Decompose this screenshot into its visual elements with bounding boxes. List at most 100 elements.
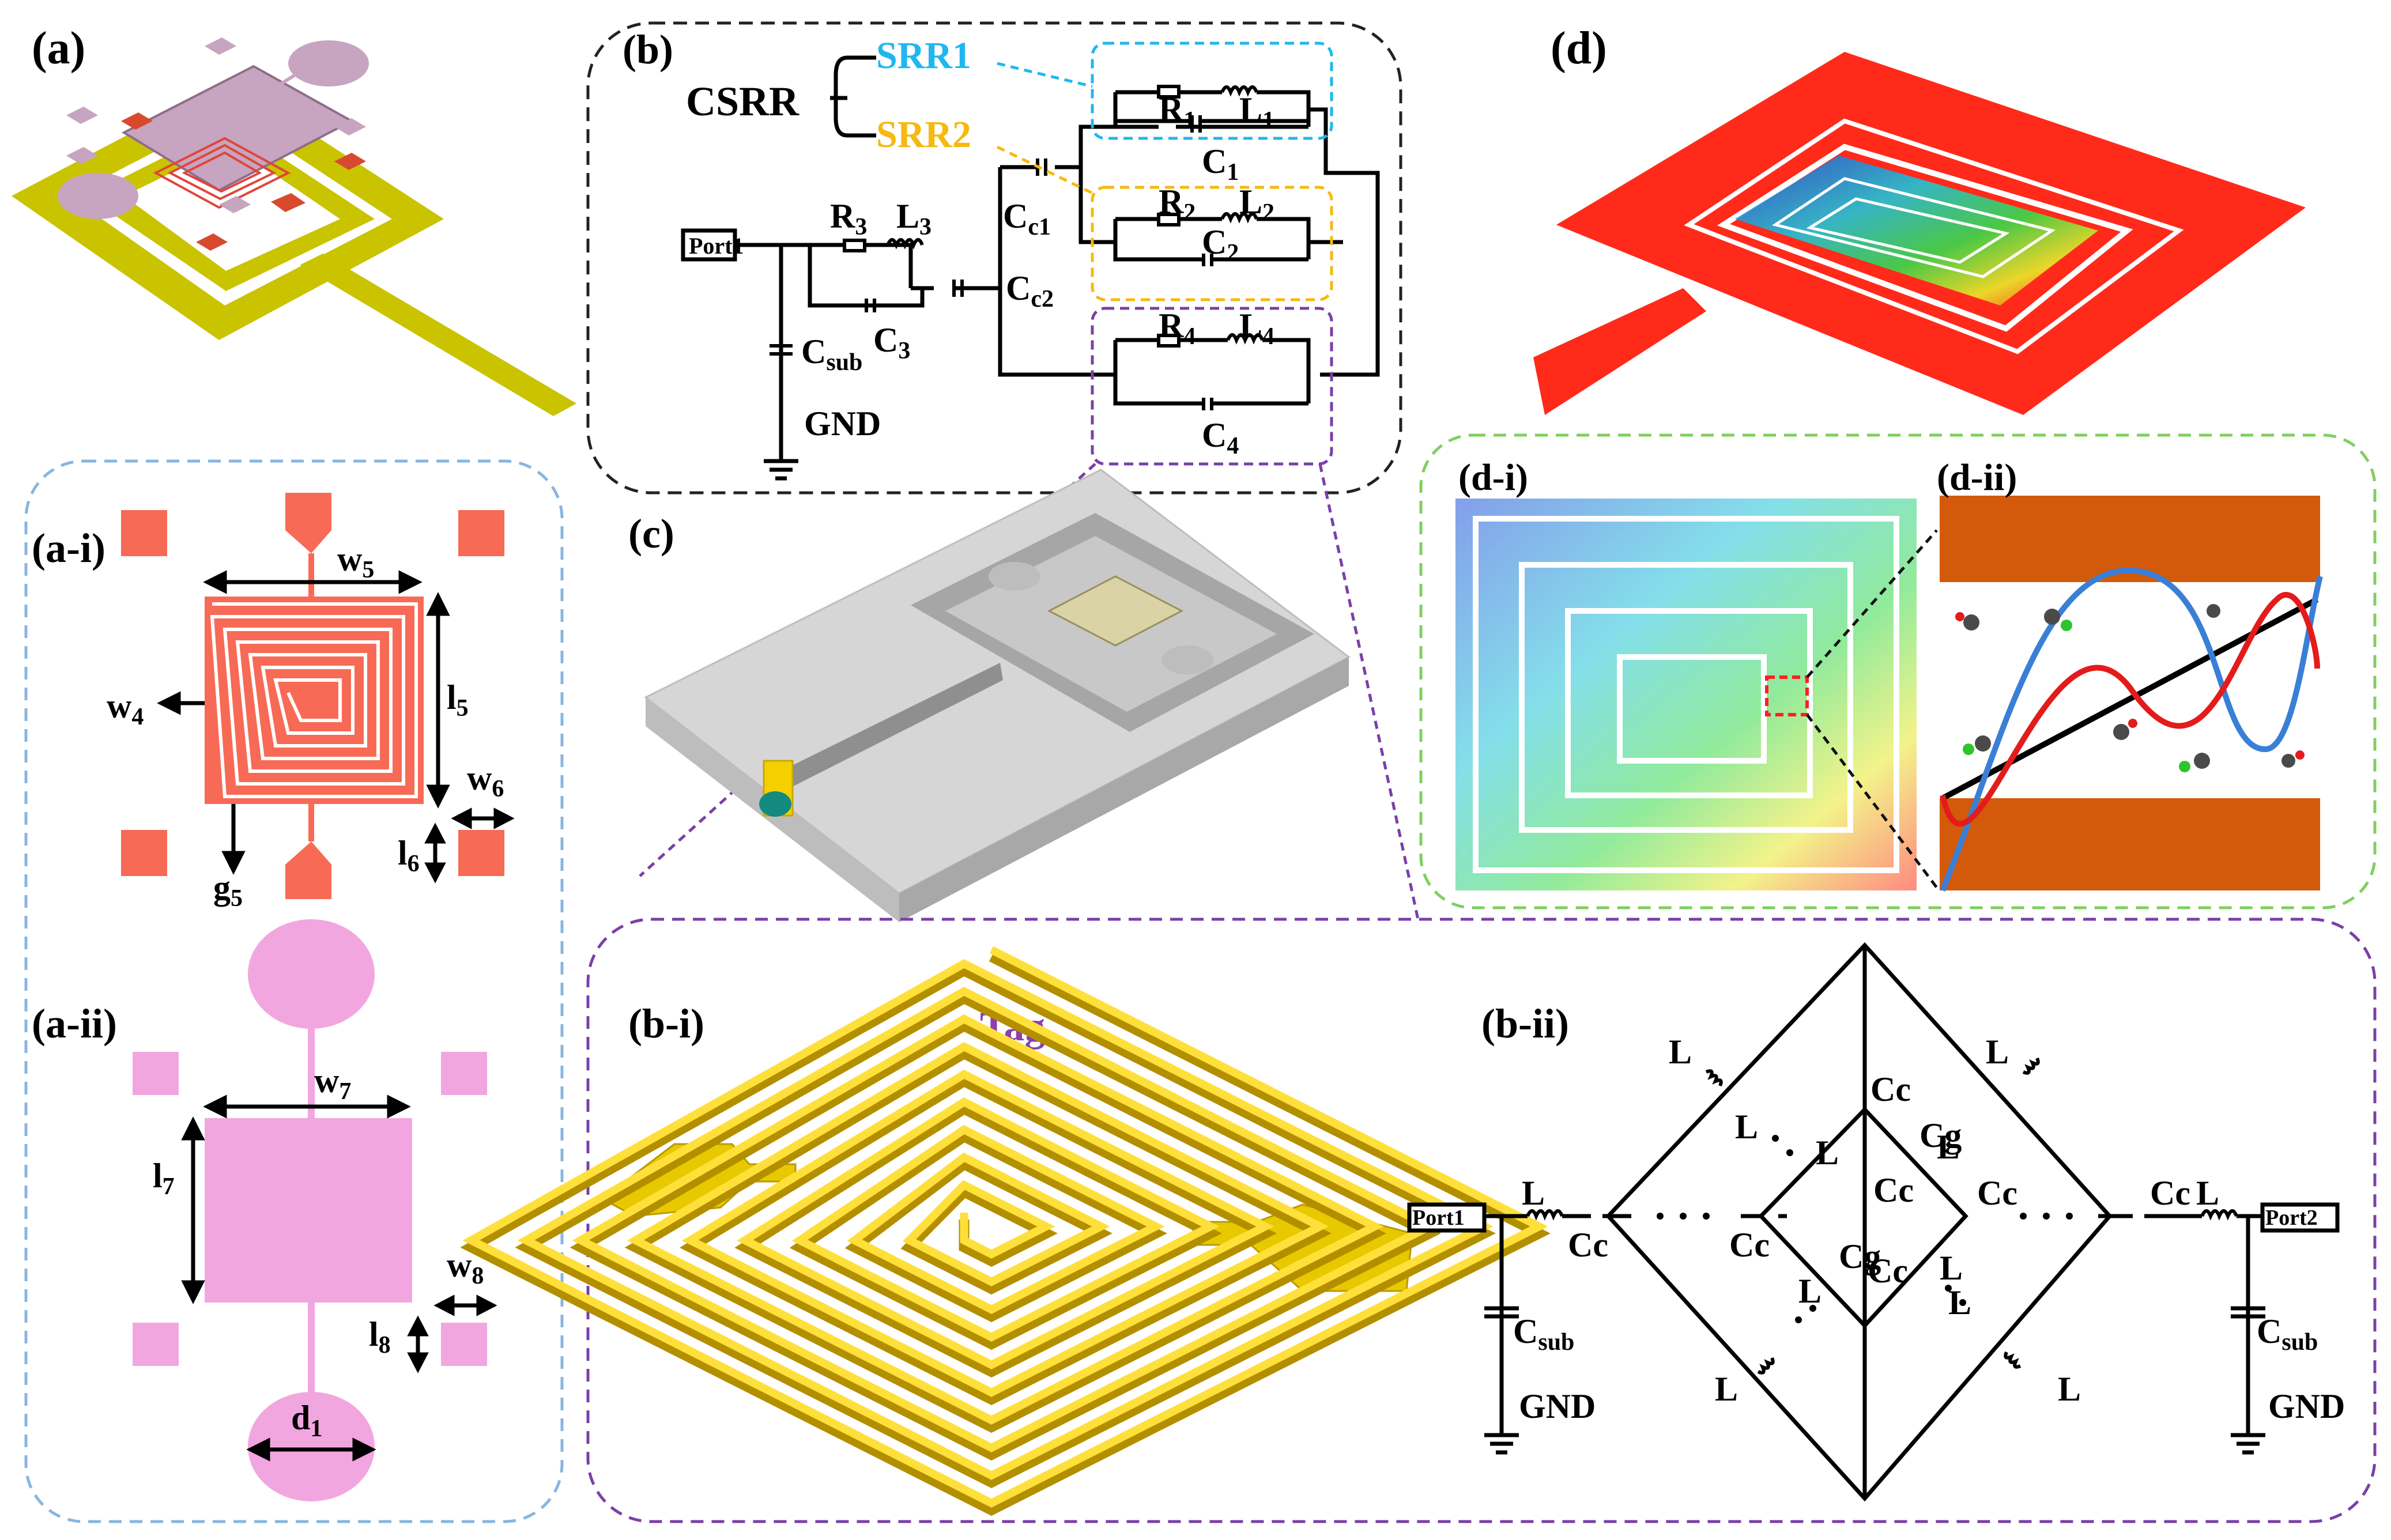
port2-box (2260, 1202, 2340, 1233)
svg-text:w6: w6 (467, 759, 504, 802)
svg-text:R2: R2 (1159, 183, 1196, 226)
svg-text:L2: L2 (1239, 183, 1274, 226)
panel-a-ii-top-layer (133, 919, 487, 1501)
svg-text:w4: w4 (107, 687, 144, 730)
svg-text:L: L (1986, 1033, 2009, 1071)
svg-text:L: L (1948, 1284, 1971, 1322)
svg-text:L4: L4 (1239, 307, 1274, 350)
panel-label-b-ii: (b-ii) (1481, 1001, 1569, 1047)
svg-text:Cc: Cc (2150, 1174, 2190, 1212)
svg-text:L: L (1816, 1134, 1839, 1172)
svg-text:l7: l7 (153, 1157, 175, 1200)
panel-a-details-box (24, 459, 564, 1523)
panel-label-d: (d) (1551, 23, 1607, 74)
svg-text:Cc: Cc (1977, 1174, 2017, 1212)
svg-text:Cg: Cg (1919, 1116, 1962, 1154)
svg-text:l6: l6 (398, 834, 420, 877)
panel-a-i-dim-labels: w5 w4 l5 w6 l6 g5 (107, 540, 504, 912)
svg-text:SRR1: SRR1 (876, 35, 971, 77)
panel-label-b: (b) (623, 27, 673, 73)
circuit-b-ii-wires (1453, 942, 2271, 1502)
svg-text:L: L (1798, 1272, 1821, 1310)
srr1-box (1091, 41, 1333, 140)
svg-text:d1: d1 (291, 1399, 322, 1442)
panel-a-i-inductor-layer (121, 493, 504, 899)
svg-text:Csub: Csub (1513, 1312, 1574, 1356)
svg-text:R3: R3 (830, 197, 867, 240)
svg-text:w7: w7 (314, 1062, 351, 1105)
svg-text:Cc: Cc (1729, 1226, 1770, 1264)
panel-label-d-ii: (d-ii) (1937, 456, 2017, 499)
svg-text:L: L (1522, 1174, 1545, 1212)
svg-text:Cc: Cc (1870, 1070, 1911, 1108)
tag-spiral-side (460, 952, 1551, 1516)
tag-spiral-top (462, 946, 1548, 1508)
svg-text:CSRR: CSRR (686, 78, 799, 124)
tag-spiral-3d (460, 946, 1551, 1516)
svg-text:L: L (2196, 1174, 2219, 1212)
svg-text:GND: GND (804, 405, 881, 443)
circuit-b-ii-inductors (1526, 1057, 2238, 1375)
svg-text:g5: g5 (213, 869, 243, 912)
panel-a-sensor-3d (12, 37, 576, 416)
tag-circuit-box (1091, 307, 1333, 466)
svg-text:Cc: Cc (1873, 1171, 1914, 1209)
svg-text:Csub: Csub (801, 333, 862, 376)
spiral-trace (210, 602, 418, 798)
svg-text:L: L (1940, 1249, 1963, 1287)
svg-text:SRR2: SRR2 (876, 114, 971, 156)
svg-text:Csub: Csub (2257, 1312, 2318, 1356)
panel-a-i-dimensions (157, 570, 515, 884)
svg-text:Cc: Cc (1868, 1252, 1908, 1290)
panel-label-d-i: (d-i) (1458, 456, 1528, 499)
panel-d-details-box (1419, 433, 2377, 909)
svg-text:C1: C1 (1202, 142, 1239, 186)
svg-text:Port2: Port2 (2265, 1206, 2318, 1230)
svg-text:Cc1: Cc1 (1003, 197, 1051, 240)
svg-text:L: L (2058, 1370, 2081, 1408)
svg-text:Port1: Port1 (1412, 1206, 1465, 1230)
panel-c-device-3d (639, 463, 1420, 922)
port1-box (1407, 1202, 1487, 1233)
panel-a-ii-dimensions (181, 1094, 497, 1462)
svg-text:Cg: Cg (1839, 1237, 1881, 1275)
panel-label-a-i: (a-i) (32, 525, 105, 571)
panel-label-a: (a) (32, 23, 85, 74)
svg-text:L: L (1669, 1033, 1692, 1071)
circuit-b-labels: CSRR SRR1 SRR2 Port1 R1 L1 C1 R2 L2 C2 R… (686, 35, 1274, 459)
svg-text:w8: w8 (447, 1246, 484, 1289)
tag-spiral-coil (460, 946, 1551, 1516)
svg-text:l8: l8 (369, 1315, 391, 1358)
svg-text:R4: R4 (1159, 307, 1196, 350)
panel-label-a-ii: (a-ii) (32, 1001, 117, 1047)
svg-text:C2: C2 (1202, 223, 1239, 266)
panel-b-details-box (586, 918, 2377, 1523)
svg-text:w5: w5 (337, 540, 374, 583)
circuit-b-components (681, 85, 1264, 410)
srr2-leader (996, 145, 1093, 195)
svg-text:C4: C4 (1202, 416, 1239, 459)
srr2-box (1091, 186, 1333, 301)
circuit-b-ii-dots (1657, 1135, 2073, 1323)
panel-d-i-zoom-field (1455, 499, 1938, 890)
panel-d-field-map (1533, 52, 2306, 415)
panel-a-ii-dim-labels: w7 l7 w8 l8 d1 (153, 1062, 484, 1442)
spiral-coil-a-i (210, 602, 418, 798)
svg-text:GND: GND (2268, 1387, 2345, 1425)
svg-text:l5: l5 (447, 678, 469, 722)
srr1-leader (997, 62, 1093, 88)
svg-text:Cc2: Cc2 (1006, 269, 1054, 312)
svg-text:Port1: Port1 (689, 233, 744, 259)
panel-d-ii-wave-zoom (1940, 496, 2323, 892)
panel-label-c: (c) (628, 511, 674, 557)
svg-text:L: L (1735, 1108, 1758, 1146)
svg-text:L3: L3 (896, 197, 931, 240)
svg-text:Cc: Cc (1568, 1226, 1608, 1264)
svg-text:L1: L1 (1239, 90, 1274, 134)
svg-text:C3: C3 (873, 321, 910, 364)
svg-text:GND: GND (1519, 1387, 1596, 1425)
svg-text:L: L (1715, 1370, 1738, 1408)
panel-label-b-i: (b-i) (628, 1001, 704, 1047)
circuit-b-ii-labels: Port1 Port2 L L Cc Cc Cc Cc Cc Cc Cc Cg … (1412, 1033, 2345, 1425)
